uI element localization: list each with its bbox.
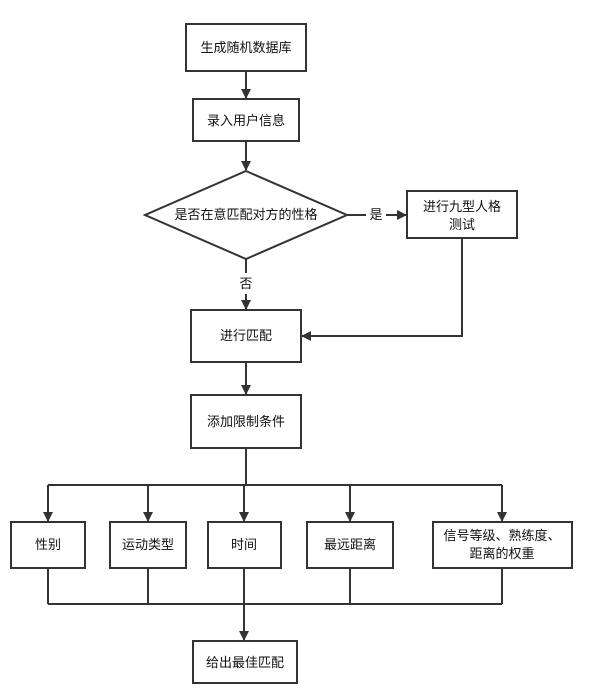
node-generate-db-label: 生成随机数据库 bbox=[200, 40, 291, 56]
node-add-constraints-label: 添加限制条件 bbox=[207, 414, 285, 430]
node-weights-label-1: 信号等级、熟练度、 bbox=[443, 528, 560, 544]
node-gender-label: 性别 bbox=[35, 538, 61, 553]
edge-enneagram-to-matching bbox=[301, 238, 463, 341]
node-enneagram-test-label-1: 进行九型人格 bbox=[423, 199, 501, 215]
node-weights-label-2: 距离的权重 bbox=[469, 546, 534, 562]
edge-label-no: 否 bbox=[239, 277, 252, 292]
node-generate-db: 生成随机数据库 bbox=[185, 23, 307, 72]
node-enter-user-info-label: 录入用户信息 bbox=[207, 113, 285, 129]
edge-label-yes: 是 bbox=[369, 208, 382, 223]
node-sport-type: 运动类型 bbox=[109, 521, 187, 569]
node-add-constraints: 添加限制条件 bbox=[190, 394, 302, 449]
node-enneagram-test-label-2: 测试 bbox=[449, 218, 475, 233]
node-gender: 性别 bbox=[10, 521, 86, 569]
node-sport-type-label: 运动类型 bbox=[122, 538, 174, 553]
decision-personality-label: 是否在意匹配对方的性格 bbox=[174, 207, 317, 223]
node-enneagram-test: 进行九型人格 测试 bbox=[406, 190, 518, 239]
node-time-label: 时间 bbox=[231, 538, 257, 553]
node-enter-user-info: 录入用户信息 bbox=[192, 98, 300, 142]
node-max-distance-label: 最远距离 bbox=[324, 537, 376, 553]
node-time: 时间 bbox=[207, 521, 282, 569]
decision-personality: 是否在意匹配对方的性格 bbox=[142, 169, 350, 261]
node-best-match: 给出最佳匹配 bbox=[192, 640, 298, 684]
node-max-distance: 最远距离 bbox=[306, 521, 394, 569]
node-best-match-label: 给出最佳匹配 bbox=[206, 656, 284, 671]
node-do-matching: 进行匹配 bbox=[190, 309, 302, 363]
node-weights: 信号等级、熟练度、 距离的权重 bbox=[432, 521, 573, 569]
node-do-matching-label: 进行匹配 bbox=[220, 329, 272, 344]
